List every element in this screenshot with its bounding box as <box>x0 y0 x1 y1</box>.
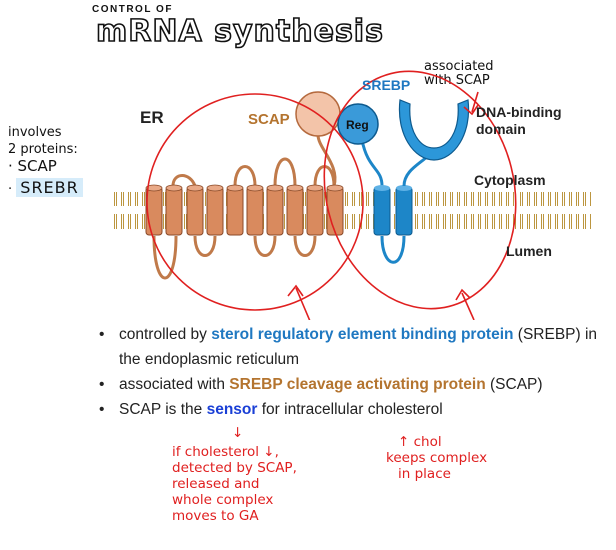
note-left: if cholesterol ↓, detected by SCAP, rele… <box>172 444 297 524</box>
side-note-line1: involves <box>8 125 62 140</box>
scap-transmembrane-segments <box>145 184 344 236</box>
er-label: ER <box>140 108 164 127</box>
assoc-note-line1: associated <box>424 59 494 74</box>
assoc-note: associated with SCAP <box>424 60 494 88</box>
lumen-label: Lumen <box>506 243 552 259</box>
scap-loops <box>152 134 337 280</box>
cytoplasm-label: Cytoplasm <box>474 172 546 188</box>
reg-domain <box>337 103 379 145</box>
srebp-label: SREBP <box>362 77 410 93</box>
dna-binding-label-2: domain <box>476 121 526 137</box>
side-note-line2: 2 proteins: <box>8 142 78 157</box>
bullet-item: SCAP is the sensor for intracellular cho… <box>93 397 613 422</box>
note-left-arrow: ↓ <box>232 425 244 441</box>
side-note-item2-bullet: · <box>8 182 13 197</box>
side-note: involves 2 proteins: · SCAP · SREBR <box>8 124 83 198</box>
side-note-srebr: SREBR <box>16 178 83 197</box>
bullet-item: associated with SREBP cleavage activatin… <box>93 372 613 397</box>
note-right: ↑ chol keeps complex in place <box>386 434 488 482</box>
side-note-item2: · SREBR <box>8 178 83 198</box>
reg-label: Reg <box>346 118 369 132</box>
annotation-marks <box>146 70 517 320</box>
bullet-list: controlled by sterol regulatory element … <box>93 322 613 422</box>
dna-binding-label-1: DNA-binding <box>476 104 562 120</box>
bullet-item: controlled by sterol regulatory element … <box>93 322 613 372</box>
scap-label: SCAP <box>248 111 290 128</box>
title-main: mRNA synthesis <box>95 13 384 50</box>
srebp-protein <box>360 99 470 264</box>
side-note-item1: · SCAP <box>8 157 57 175</box>
title-small: CONTROL OF <box>92 4 173 15</box>
srebp-scap-diagram: ER SCAP Reg SREBP DNA-binding domain Cyt… <box>110 70 592 320</box>
